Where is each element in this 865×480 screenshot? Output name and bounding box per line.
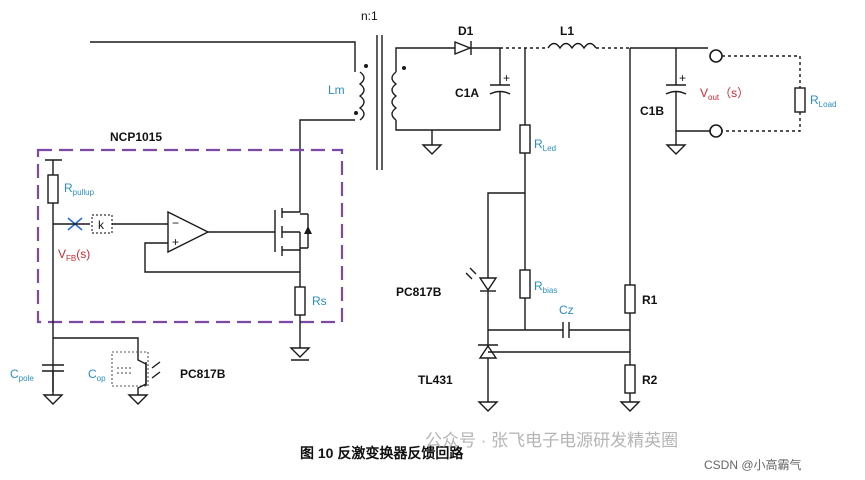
vout-label: Vout（s） <box>700 86 749 102</box>
rled-resistor <box>519 124 531 154</box>
r2-resistor <box>624 364 636 394</box>
cpole-label: Cpole <box>10 367 34 383</box>
rbias-label: Rbias <box>534 279 557 295</box>
c1b-label: C1B <box>640 104 664 118</box>
ground-c1b <box>665 144 687 155</box>
tl431-label: TL431 <box>418 373 453 387</box>
ground-rs <box>289 347 311 358</box>
primary-dot <box>364 64 368 68</box>
r2-label: R2 <box>642 373 658 387</box>
cop-label: Cop <box>88 367 106 383</box>
rled-label: RLed <box>534 137 556 153</box>
ground-c1a <box>421 144 443 155</box>
l1-inductor <box>547 42 597 50</box>
pc817b-bottom-label: PC817B <box>180 367 226 381</box>
secondary-winding <box>391 71 398 121</box>
svg-text:+: + <box>679 71 686 85</box>
ncp1015-block: NCP1015 Rpullup k VFB(s) − + Rs <box>36 130 344 392</box>
pc817b-top-label: PC817B <box>396 285 442 299</box>
comparator <box>167 210 210 254</box>
rload-label: RLoad <box>810 93 836 109</box>
ncp1015-label: NCP1015 <box>110 130 162 144</box>
wechat-watermark: 公众号 · 张飞电子电源研发精英圈 <box>425 431 678 450</box>
secondary-dot <box>402 66 406 70</box>
figure-caption: 图 10 反激变换器反馈回路 <box>300 445 464 461</box>
d1-label: D1 <box>458 24 474 38</box>
l1-label: L1 <box>560 24 574 38</box>
csdn-watermark: CSDN @小高霸气 <box>704 457 802 472</box>
pc817b-led <box>478 277 498 292</box>
lm-label: Lm <box>328 83 345 97</box>
ground-tl431 <box>477 401 499 412</box>
transformer-ratio-label: n:1 <box>361 9 378 23</box>
primary-winding <box>358 71 365 121</box>
cop-dashed-box <box>111 351 149 387</box>
vout-terminal-top <box>709 49 723 63</box>
ground-cpole <box>42 394 64 405</box>
c1a-label: C1A <box>455 86 479 100</box>
svg-text:+: + <box>172 235 179 249</box>
ground-r2 <box>619 401 641 412</box>
r1-resistor <box>624 284 636 314</box>
primary-dot-bottom <box>354 111 358 115</box>
pole-section: Cpole Cop PC817B <box>10 337 226 405</box>
rpullup-resistor <box>47 174 59 204</box>
d1-diode <box>454 40 472 56</box>
svg-text:−: − <box>172 216 179 230</box>
rs-label: Rs <box>312 294 327 308</box>
rload-resistor <box>794 87 806 113</box>
primary-section: Lm n:1 <box>90 9 406 195</box>
mosfet-body-diode <box>304 226 312 234</box>
r1-label: R1 <box>642 293 658 307</box>
rbias-resistor <box>519 269 531 299</box>
ground-phototransistor <box>127 394 149 405</box>
secondary-section: D1 L1 RLoad Vout（s） + C1A + C1B <box>395 24 836 412</box>
vout-terminal-bottom <box>709 124 723 138</box>
rpullup-label: Rpullup <box>64 181 95 197</box>
gain-k-label: k <box>98 218 105 232</box>
rs-resistor <box>294 286 306 316</box>
ncp1015-boundary <box>36 148 344 324</box>
vfb-label: VFB(s) <box>58 247 90 263</box>
cz-label: Cz <box>559 303 574 317</box>
svg-text:+: + <box>503 71 510 85</box>
